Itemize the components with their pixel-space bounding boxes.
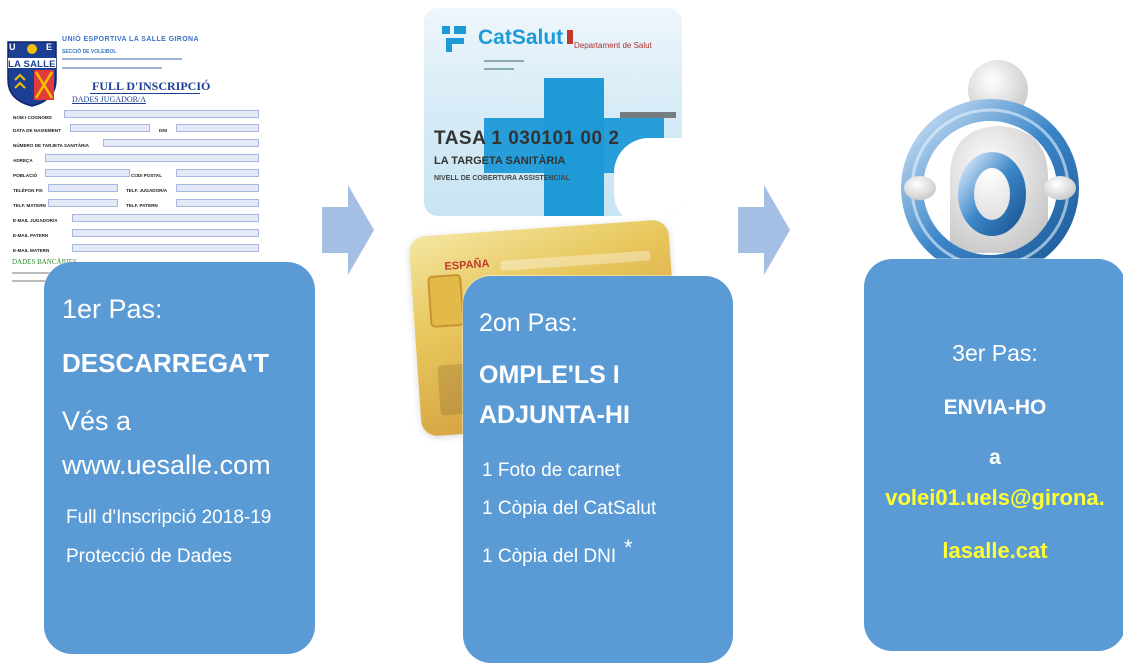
field-dni xyxy=(176,124,259,132)
dni-chip-icon xyxy=(427,273,465,328)
label-naixement: DATA DE NAIXEMENT xyxy=(13,128,61,133)
label-tel-matern: TELF. MATERN xyxy=(13,203,46,208)
step1-item: Protecció de Dades xyxy=(66,546,232,567)
field-email-patern xyxy=(72,229,259,237)
club-name: UNIÓ ESPORTIVA LA SALLE GIRONA xyxy=(62,36,199,43)
field-tel-jugador xyxy=(176,184,259,192)
step1-item: Full d'Inscripció 2018-19 xyxy=(66,507,272,528)
card-text-line xyxy=(484,60,524,62)
step3-email-line2[interactable]: lasalle.cat xyxy=(942,538,1048,563)
field-codi-postal xyxy=(176,169,259,177)
field-poblacio xyxy=(45,169,130,177)
step1-line1: Vés a xyxy=(62,406,132,436)
catsalut-card-number: TASA 1 030101 00 2 xyxy=(434,128,620,149)
field-email-jugador xyxy=(72,214,259,222)
email-at-figure-icon xyxy=(901,60,1079,277)
step1-website-link[interactable]: www.uesalle.com xyxy=(62,450,271,480)
field-nom xyxy=(64,110,259,118)
step2-action-line2: ADJUNTA-HI xyxy=(479,401,630,429)
step1-title: 1er Pas: xyxy=(62,294,163,324)
field-adreca xyxy=(45,154,259,162)
field-tel-patern xyxy=(176,199,259,207)
step2-item: 1 Còpia del CatSalut xyxy=(482,498,657,519)
crest-text: LA SALLE xyxy=(8,59,56,70)
club-section: SECCIÓ DE VOLEIBOL xyxy=(62,49,117,55)
catsalut-card-image: CatSalut Departament de Salut TASA 1 030… xyxy=(424,8,682,216)
form-text-line xyxy=(12,272,52,274)
label-dni: DNI xyxy=(159,128,167,133)
label-email-matern: E-MAIL MATERN xyxy=(13,248,50,253)
form-text-line xyxy=(12,280,52,282)
step3-title: 3er Pas: xyxy=(952,340,1038,366)
step2-box: 2on Pas: OMPLE'LS I ADJUNTA-HI 1 Foto de… xyxy=(463,276,733,663)
field-telefon-fix xyxy=(48,184,118,192)
form-title: FULL D'INSCRIPCIÓ xyxy=(92,79,211,93)
address-line-placeholder xyxy=(62,58,182,60)
title-rule xyxy=(90,93,200,94)
field-email-matern xyxy=(72,244,259,252)
label-email-patern: E-MAIL PATERN xyxy=(13,233,49,238)
catsalut-brand: CatSalut xyxy=(478,26,564,49)
generalitat-flag-icon xyxy=(567,30,573,44)
dni-card-country: ESPAÑA xyxy=(444,257,490,273)
web-line-placeholder xyxy=(62,67,162,69)
step2-asterisk: * xyxy=(624,535,633,560)
step3-connector: a xyxy=(989,446,1001,469)
step3-action: ENVIA-HO xyxy=(943,396,1047,419)
label-tel-jugador: TELF. JUGADOR/A xyxy=(126,188,168,193)
label-tel-patern: TELF. PATERN xyxy=(126,203,158,208)
arrow-right-icon xyxy=(738,185,790,275)
step3-email-line1[interactable]: volei01.uels@girona. xyxy=(885,485,1105,510)
label-telefon-fix: TELÈFON FIX xyxy=(13,188,43,193)
card-decor-shape xyxy=(614,138,682,216)
crest-letter-u: U xyxy=(9,42,16,52)
step3-box: 3er Pas: ENVIA-HO a volei01.uels@girona.… xyxy=(864,259,1123,651)
dni-band xyxy=(500,250,651,271)
catsalut-logo-icon xyxy=(442,26,466,52)
label-poblacio: POBLACIÓ xyxy=(13,173,38,178)
label-codi-postal: CODI POSTAL xyxy=(131,173,163,178)
field-tarjeta xyxy=(103,139,259,147)
form-section-bank: DADES BANCÀRIES xyxy=(12,258,77,266)
label-email-jugador: E-MAIL JUGADOR/A xyxy=(13,218,58,223)
form-section-player: DADES JUGADOR/A xyxy=(72,95,147,104)
arrow-right-icon xyxy=(322,185,374,275)
label-nom: NOM I COGNOMS xyxy=(13,115,52,120)
step1-action: DESCARREGA'T xyxy=(62,348,269,378)
crest-letter-e: E xyxy=(46,42,53,52)
step1-box: 1er Pas: DESCARREGA'T Vés a www.uesalle.… xyxy=(44,262,315,654)
catsalut-card-line1: LA TARGETA SANITÀRIA xyxy=(434,155,566,167)
field-tel-matern xyxy=(48,199,118,207)
catsalut-card-line2: NIVELL DE COBERTURA ASSISTENCIAL xyxy=(434,175,570,182)
step2-item: 1 Foto de carnet xyxy=(482,460,621,481)
catsalut-department: Departament de Salut xyxy=(574,41,652,50)
step2-action-line1: OMPLE'LS I xyxy=(479,361,620,389)
card-code-line xyxy=(620,112,676,118)
step2-title: 2on Pas: xyxy=(479,309,578,337)
label-tarjeta: NÚMERO DE TARJETA SANITÀRIA xyxy=(13,143,89,148)
field-naixement xyxy=(70,124,150,132)
label-adreca: ADREÇA xyxy=(13,158,33,163)
la-salle-crest-icon xyxy=(7,41,57,107)
step2-item: 1 Còpia del DNI xyxy=(482,546,617,567)
card-text-line xyxy=(484,68,514,70)
